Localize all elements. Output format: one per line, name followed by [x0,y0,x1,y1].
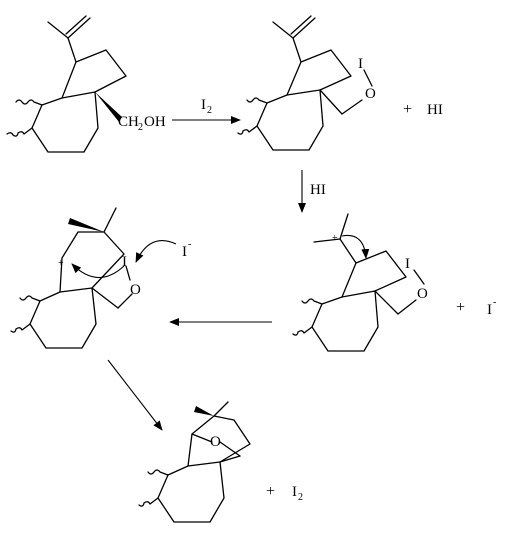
methyl-wedge [194,406,214,416]
carbocation-charge: + [58,258,64,269]
plus-sign: + [456,299,465,316]
isopropenyl-bond [292,37,302,63]
reagent-step1: I [201,97,206,113]
o-i-bond [363,69,373,87]
ch2-bond [319,89,343,115]
c-o-bond [341,99,363,115]
vinyl-bond [67,17,91,39]
oxygen-atom: O [210,434,221,450]
iodide-nucleophile: I [182,244,187,260]
cyclohexane-ring [31,91,99,153]
c-o-bond [117,293,133,309]
ch2-bond [91,287,119,309]
reaction-arrow-4 [107,359,163,431]
o-i-bond [413,269,425,285]
reagent-step1-subscript: 2 [207,105,212,116]
cyclohexane-ring [157,461,225,523]
reaction-arrow-1: I 2 [172,97,241,124]
wavy-substituent-lower [138,497,159,507]
o-i-bond [125,265,131,281]
iodide-charge: - [493,297,496,308]
structure-ether-product: O + I 2 [138,401,303,523]
oxygen-atom: O [130,282,141,298]
curved-arrow-iodide [135,240,177,263]
wavy-substituent-upper [15,99,43,106]
cyclopentane-ring [341,250,407,298]
wavy-substituent-lower [237,125,258,135]
oxygen-atom: O [365,86,376,102]
cycloheptane-ring [59,231,125,293]
structure-starting-alcohol: CH 2 OH [6,15,166,153]
hi-byproduct: HI [427,102,443,118]
plus-sign: + [403,101,412,118]
ch2oh-prefix: CH [118,114,139,130]
methyl-bond-up [103,207,117,233]
curved-arrow-internal [71,263,125,279]
ch2oh-subscript: 2 [138,122,143,133]
cyclopentane-ring [61,49,127,99]
methyl-bond-left [313,238,341,243]
bridge-o-bond [191,433,213,443]
iodide-ion: I [487,302,492,318]
isopropenyl-bond [67,37,77,63]
reaction-arrow-2: HI [298,170,326,213]
methyl-bond [272,21,294,39]
curved-electron-arrow [341,234,370,259]
vinyl-double-bond [65,15,87,35]
wavy-substituent-lower [6,127,33,137]
cyclohexane-ring [256,89,324,151]
cyclohexane-ring [311,290,379,352]
vinyl-bond [292,17,316,39]
wavy-substituent-lower [292,326,313,336]
cyclopentane-ring [286,49,352,96]
methyl-bond-up [213,401,229,417]
structure-carbocation: + O I + I - [292,213,496,352]
iodine-atom: I [358,56,363,72]
iodine-atom: I [405,256,410,272]
i2-byproduct: I [292,484,297,500]
upper-ring [187,415,251,467]
bridge-ch2-bond [219,441,241,457]
wavy-substituent-upper [246,97,268,104]
i2-subscript: 2 [298,492,303,503]
bridge-c-bond [219,455,241,463]
oxygen-atom: O [417,286,428,302]
iodine-atom: I [122,254,127,270]
c-o-bond [397,299,417,315]
methyl-bond-up [339,213,349,240]
wavy-substituent-lower [10,323,31,333]
structure-rearranged-cation: + O I I - [10,207,191,349]
wavy-substituent-upper [19,295,41,302]
methyl-wedge [68,218,104,232]
reagent-step2: HI [310,182,326,198]
carbocation-charge: + [332,233,338,244]
ch2oh-suffix: OH [144,114,166,130]
ch2-bond [374,290,399,315]
methyl-bond [47,21,69,39]
structure-hypoiodite: O I + HI [237,15,443,151]
cyclohexane-ring [29,287,97,349]
cation-bond [339,238,357,264]
plus-sign: + [266,483,275,500]
wavy-substituent-upper [147,469,169,476]
iodide-charge: - [188,239,191,250]
vinyl-double-bond [290,15,312,35]
wedge-bond [95,92,122,122]
wavy-substituent-upper [301,298,323,305]
